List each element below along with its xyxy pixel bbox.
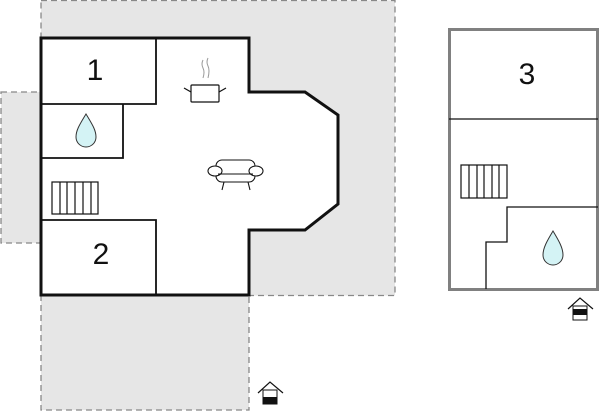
- upper-bathroom-wall: [485, 206, 598, 289]
- house-outline: [39, 36, 340, 297]
- water-drop-icon: [542, 230, 564, 266]
- ground-floor-plan: 1 2: [0, 0, 396, 411]
- cooking-pot-icon: [183, 57, 227, 103]
- room-label-2: 2: [93, 238, 110, 271]
- entrance-icon: [567, 297, 594, 321]
- room-2-wall: [41, 219, 157, 295]
- room-label-3: 3: [519, 58, 536, 91]
- entrance-icon: [257, 381, 284, 405]
- bathroom-wall: [41, 104, 124, 159]
- armchair-icon: [207, 159, 264, 191]
- upper-floor-plan: 3: [448, 28, 599, 321]
- room-1-wall: [41, 38, 157, 105]
- stairs-icon: [460, 164, 508, 199]
- stairs-icon: [51, 181, 99, 215]
- room-label-1: 1: [87, 54, 104, 87]
- upper-floor-outline: [448, 28, 599, 291]
- water-drop-icon: [75, 113, 97, 148]
- terrace-bottom: [40, 294, 250, 411]
- terrace-left: [0, 91, 42, 244]
